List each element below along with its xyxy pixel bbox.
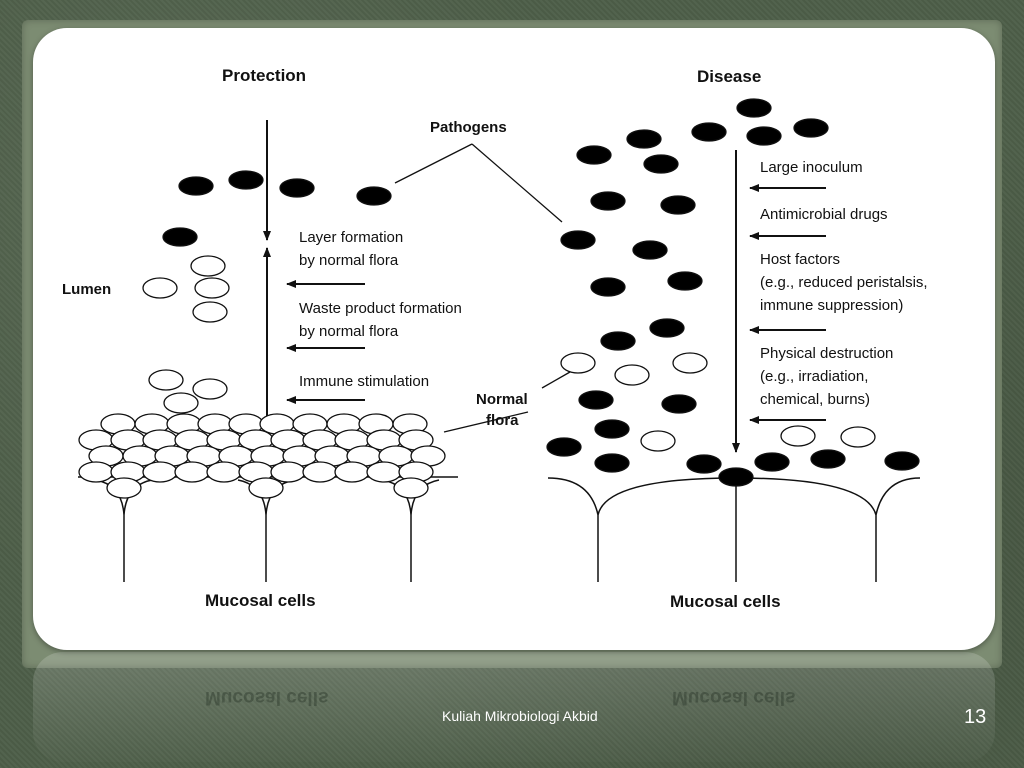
pathogen-cell — [686, 454, 722, 474]
right-mucosal-label: Mucosal cells — [670, 592, 781, 611]
left-mucosal-label: Mucosal cells — [205, 591, 316, 610]
pathogen-cell — [746, 126, 782, 146]
factor-host-2: (e.g., reduced peristalsis, — [760, 274, 928, 291]
lumen-flora-cell — [163, 392, 199, 414]
pathogen-cell — [578, 390, 614, 410]
pathogen-cell — [279, 178, 315, 198]
normal-flora-pointer-top — [541, 371, 571, 389]
lumen-flora-cell — [148, 369, 184, 391]
factor-physical-2: (e.g., irradiation, — [760, 368, 868, 385]
flora-layer-cell — [142, 461, 178, 483]
factor-physical-3: chemical, burns) — [760, 391, 870, 408]
pathogen-cell — [590, 277, 626, 297]
factor-physical-1: Physical destruction — [760, 345, 893, 362]
pathogen-cell — [546, 437, 582, 457]
pathogen-cell — [667, 271, 703, 291]
disease-flora-cell — [780, 425, 816, 447]
pathogen-cell — [594, 453, 630, 473]
diagram-svg: Protection Disease Pathogens Lumen Norma… — [62, 66, 928, 611]
mech-immune: Immune stimulation — [299, 373, 429, 390]
mech-waste-2: by normal flora — [299, 323, 399, 340]
normal-flora-pointer-bottom — [443, 411, 529, 433]
mech-layer-1: Layer formation — [299, 229, 403, 246]
reflected-label-left: Mucosal cells — [205, 687, 329, 708]
pathogen-cell — [718, 467, 754, 487]
reflected-label-right: Mucosal cells — [672, 687, 796, 708]
flora-layer-cell — [174, 461, 210, 483]
normal-flora-label-1: Normal — [476, 391, 528, 408]
disease-flora-cell — [614, 364, 650, 386]
factor-host-3: immune suppression) — [760, 297, 903, 314]
pathogen-cell — [162, 227, 198, 247]
disease-flora-cell — [840, 426, 876, 448]
factor-drugs: Antimicrobial drugs — [760, 206, 888, 223]
disease-title: Disease — [697, 67, 761, 86]
pathogen-cell — [649, 318, 685, 338]
pathogens-pointer-left — [394, 143, 473, 184]
pathogen-cell — [754, 452, 790, 472]
pathogen-cell — [228, 170, 264, 190]
flora-layer-cell — [393, 477, 429, 499]
footer-course: Kuliah Mikrobiologi Akbid — [442, 708, 598, 724]
flora-layer-cell — [302, 461, 338, 483]
disease-flora-cell — [672, 352, 708, 374]
lumen-label: Lumen — [62, 281, 111, 298]
flora-layer-cell — [206, 461, 242, 483]
pathogen-cell — [356, 186, 392, 206]
flora-layer-cell — [106, 477, 142, 499]
pathogen-cell — [178, 176, 214, 196]
mech-layer-2: by normal flora — [299, 252, 399, 269]
pathogens-pointer-right — [471, 143, 563, 223]
lumen-flora-cell — [142, 277, 178, 299]
pathogen-cell — [590, 191, 626, 211]
flora-layer-cell — [334, 461, 370, 483]
pathogen-cell — [810, 449, 846, 469]
pathogen-cell — [594, 419, 630, 439]
pathogen-cell — [643, 154, 679, 174]
protection-title: Protection — [222, 66, 306, 85]
pathogen-cell — [793, 118, 829, 138]
factor-inoculum: Large inoculum — [760, 159, 863, 176]
pathogen-cell — [661, 394, 697, 414]
pathogen-cell — [660, 195, 696, 215]
pathogen-cell — [736, 98, 772, 118]
mech-waste-1: Waste product formation — [299, 300, 462, 317]
pathogens-label: Pathogens — [430, 119, 507, 136]
diagram-card: Protection Disease Pathogens Lumen Norma… — [33, 28, 995, 650]
flora-layer-cell — [270, 461, 306, 483]
lumen-flora-cell — [192, 301, 228, 323]
pathogen-cell — [560, 230, 596, 250]
pathogen-cell — [691, 122, 727, 142]
page-number: 13 — [964, 706, 987, 728]
pathogen-cell — [576, 145, 612, 165]
disease-flora-cell — [640, 430, 676, 452]
flora-layer-cell — [248, 477, 284, 499]
pathogen-cell — [884, 451, 920, 471]
disease-flora-cell — [560, 352, 596, 374]
factor-host-1: Host factors — [760, 251, 840, 268]
flora-layer-cell — [366, 461, 402, 483]
pathogen-cell — [600, 331, 636, 351]
right-mucosal-cells — [547, 477, 921, 582]
lumen-flora-cell — [194, 277, 230, 299]
normal-flora-cells — [78, 255, 876, 499]
pathogen-cells — [162, 98, 920, 487]
pathogen-cell — [632, 240, 668, 260]
lumen-flora-cell — [190, 255, 226, 277]
slide-reflection — [33, 652, 995, 762]
lumen-flora-cell — [192, 378, 228, 400]
pathogen-cell — [626, 129, 662, 149]
flora-layer-cell — [78, 461, 114, 483]
